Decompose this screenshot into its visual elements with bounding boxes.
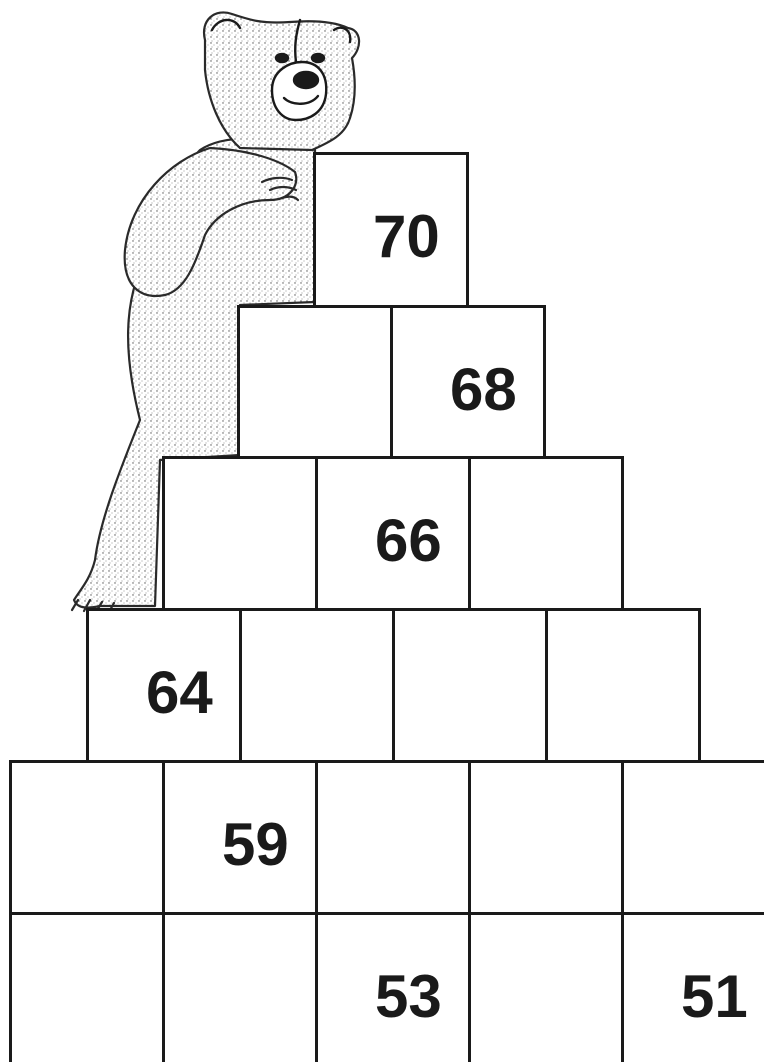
pyramid-cell[interactable] bbox=[9, 912, 165, 1062]
pyramid-cell[interactable] bbox=[162, 912, 318, 1062]
pyramid-cell[interactable] bbox=[468, 760, 624, 916]
pyramid-number: 59 bbox=[222, 815, 289, 875]
pyramid-cell[interactable] bbox=[468, 912, 624, 1062]
pyramid-cell[interactable] bbox=[392, 608, 548, 764]
pyramid-cell[interactable] bbox=[545, 608, 701, 764]
pyramid-cell[interactable] bbox=[315, 760, 471, 916]
pyramid-cell[interactable] bbox=[237, 305, 393, 461]
pyramid-number: 68 bbox=[450, 360, 517, 420]
pyramid-number: 70 bbox=[373, 207, 440, 267]
pyramid-cell[interactable] bbox=[162, 456, 318, 612]
pyramid-number: 66 bbox=[375, 511, 442, 571]
pyramid-cell[interactable] bbox=[9, 760, 165, 916]
pyramid-number: 53 bbox=[375, 967, 442, 1027]
pyramid-number: 64 bbox=[146, 663, 213, 723]
pyramid-cell[interactable] bbox=[468, 456, 624, 612]
pyramid-number: 51 bbox=[681, 967, 748, 1027]
pyramid-cell[interactable] bbox=[239, 608, 395, 764]
pyramid-cell[interactable] bbox=[621, 760, 764, 916]
